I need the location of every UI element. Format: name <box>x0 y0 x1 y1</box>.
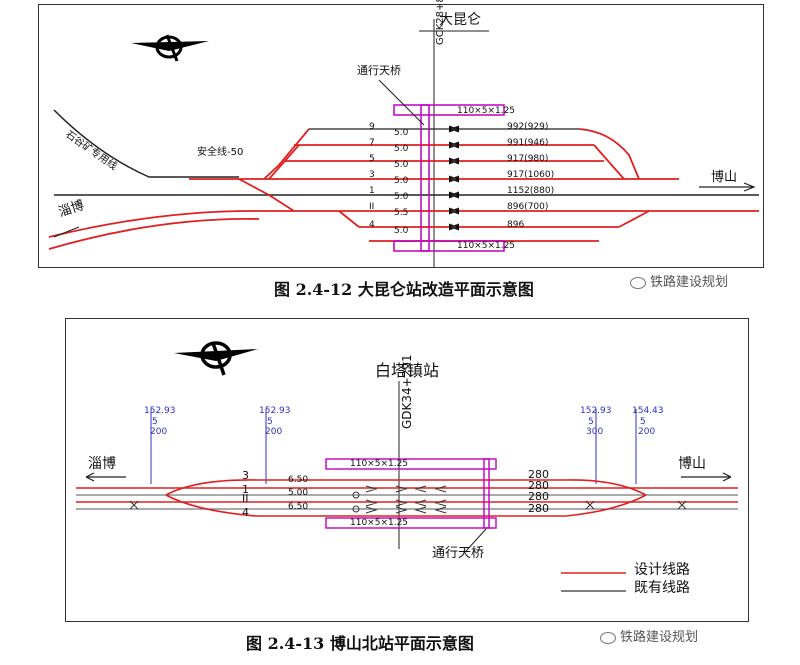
track-layout-1 <box>48 19 759 267</box>
track-spacing: 5.0 <box>394 160 409 170</box>
watermark-2: 铁路建设规划 <box>600 626 698 645</box>
grade-value: 5 <box>152 417 158 427</box>
bridge-label: 通行天桥 <box>432 546 485 561</box>
left-city-label: 淄博 <box>88 456 116 472</box>
track-number: 9 <box>369 122 375 132</box>
mileage-label: GDK34+291 <box>400 354 414 429</box>
platform-top-label: 110×5×1.25 <box>457 106 516 116</box>
track-spacing: 5.00 <box>288 488 309 498</box>
track-number: 7 <box>369 138 375 148</box>
wechat-icon <box>630 276 646 289</box>
track-length: 992(929) <box>507 122 549 132</box>
grade-value: 5 <box>267 417 273 427</box>
mileage-label: GCK28+845 <box>435 0 446 45</box>
north-arrow-icon <box>174 341 258 376</box>
track-number: II <box>369 202 375 212</box>
station-diagram-dakunlun: 大昆仑 GCK28+845 通行天桥 石谷矿专用线 安全线-50 淄博 博山 1… <box>38 0 764 268</box>
grade-length: 200 <box>265 427 283 437</box>
north-arrow-icon <box>131 34 209 62</box>
grade-length: 300 <box>586 427 604 437</box>
right-city-label: 博山 <box>678 456 706 472</box>
track-length: 896 <box>507 220 525 230</box>
legend-label: 既有线路 <box>634 580 690 596</box>
station-name: 大昆仑 <box>439 12 481 28</box>
track-length: 280 <box>528 468 549 481</box>
grade-value: 5 <box>640 417 646 427</box>
track-length: 896(700) <box>507 202 549 212</box>
grade-length: 200 <box>150 427 168 437</box>
track-number: II <box>242 492 249 505</box>
track-number: 4 <box>369 220 375 230</box>
station-name: 白塔镇站 <box>375 361 440 380</box>
track-number: 1 <box>369 186 375 196</box>
grade-value: 5 <box>588 417 594 427</box>
track-spacing: 5.5 <box>394 208 409 218</box>
track-length: 917(980) <box>507 154 549 164</box>
legend-label: 设计线路 <box>634 562 690 578</box>
grade-elevation: 152.93 <box>580 406 612 416</box>
figure-caption-1: 图 2.4-12 大昆仑站改造平面示意图 <box>274 280 534 299</box>
track-spacing: 5.0 <box>394 128 409 138</box>
watermark-text: 铁路建设规划 <box>620 630 699 645</box>
station-diagram-boshan-north: 白塔镇站 GDK34+291 通行天桥 淄博 博山 110×5×1.25 110… <box>65 318 749 622</box>
track-spacing: 6.50 <box>288 475 309 485</box>
track-length: 991(946) <box>507 138 549 148</box>
track-number: 1 <box>242 483 249 496</box>
track-number: 5 <box>369 154 375 164</box>
track-length: 280 <box>528 479 549 492</box>
platform-bottom-label: 110×5×1.25 <box>457 241 516 251</box>
track-length: 917(1060) <box>507 170 555 180</box>
wechat-icon <box>600 631 616 644</box>
track-spacing: 5.0 <box>394 176 409 186</box>
track-spacing: 5.0 <box>394 144 409 154</box>
grade-length: 200 <box>638 427 656 437</box>
track-length: 280 <box>528 490 549 503</box>
safety-line-label: 安全线-50 <box>197 147 244 158</box>
track-layout-2 <box>76 341 738 592</box>
right-city-label: 博山 <box>711 170 738 185</box>
bridge-label: 通行天桥 <box>357 64 401 77</box>
track-number: 3 <box>242 469 249 482</box>
track-length: 280 <box>528 502 549 515</box>
track-spacing: 5.0 <box>394 192 409 202</box>
track-number: 4 <box>242 506 249 519</box>
watermark-1: 铁路建设规划 <box>630 271 728 290</box>
track-length: 1152(880) <box>507 186 555 196</box>
track-spacing: 5.0 <box>394 226 409 236</box>
platform-top-label: 110×5×1.25 <box>350 459 409 469</box>
track-number: 3 <box>369 170 375 180</box>
grade-elevation: 152.93 <box>259 406 291 416</box>
watermark-text: 铁路建设规划 <box>650 275 729 290</box>
platform-bottom-label: 110×5×1.25 <box>350 518 409 528</box>
track-spacing: 6.50 <box>288 502 309 512</box>
grade-elevation: 154.43 <box>632 406 664 416</box>
figure-caption-2: 图 2.4-13 博山北站平面示意图 <box>246 634 474 653</box>
grade-elevation: 152.93 <box>144 406 176 416</box>
